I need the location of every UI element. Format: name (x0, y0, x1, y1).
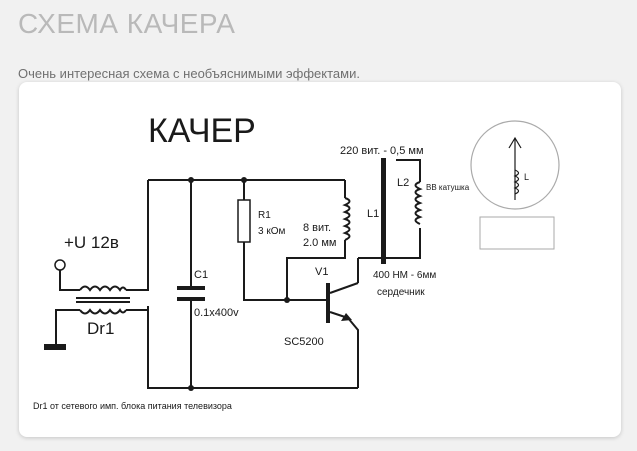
junction-dot (284, 297, 290, 303)
junction-dot (241, 177, 247, 183)
resistor-name: R1 (258, 210, 271, 221)
choke-label: Dr1 (87, 319, 114, 338)
coil1-name: L1 (367, 208, 379, 220)
coil1-turns: 8 вит. (303, 222, 331, 234)
lamp-coil-name: L (524, 172, 529, 182)
lamp-base-box (479, 216, 555, 250)
core-name: сердечник (377, 287, 425, 298)
junction-dots (188, 177, 290, 391)
junction-dot (188, 385, 194, 391)
transistor-icon (326, 282, 359, 323)
supply-terminal-icon (54, 259, 66, 271)
coil1-diameter: 2.0 мм (303, 237, 336, 249)
transistor-model: SC5200 (284, 336, 324, 348)
resistor-value: 3 кОм (258, 226, 285, 237)
resistor-icon (237, 199, 251, 243)
ferrite-core-icon (381, 158, 386, 264)
schematic-card (19, 82, 621, 437)
coil2-spec: 220 вит. - 0,5 мм (340, 145, 424, 157)
choke-dr1-icon (76, 285, 130, 315)
ground-icon (44, 344, 66, 350)
coil-l2-icon (414, 181, 423, 225)
page-subtitle: Очень интересная схема с необъяснимыми э… (18, 66, 360, 81)
capacitor-name: C1 (194, 269, 208, 281)
transistor-name: V1 (315, 266, 328, 278)
supply-label: +U 12в (64, 233, 119, 252)
coil-l1-icon (342, 197, 351, 241)
diagram-title: КАЧЕР (148, 112, 256, 150)
capacitor-icon (177, 286, 205, 301)
core-spec: 400 НМ - 6мм (373, 270, 436, 281)
coil2-name: L2 (397, 177, 409, 189)
footnote: Dr1 от сетевого имп. блока питания телев… (33, 401, 232, 411)
page-title: СХЕМА КАЧЕРА (18, 8, 236, 39)
capacitor-value: 0.1x400v (194, 307, 239, 319)
junction-dot (188, 177, 194, 183)
coil2-desc: ВВ катушка (426, 183, 470, 192)
wiring (55, 159, 421, 389)
lamp-icon (470, 120, 560, 210)
